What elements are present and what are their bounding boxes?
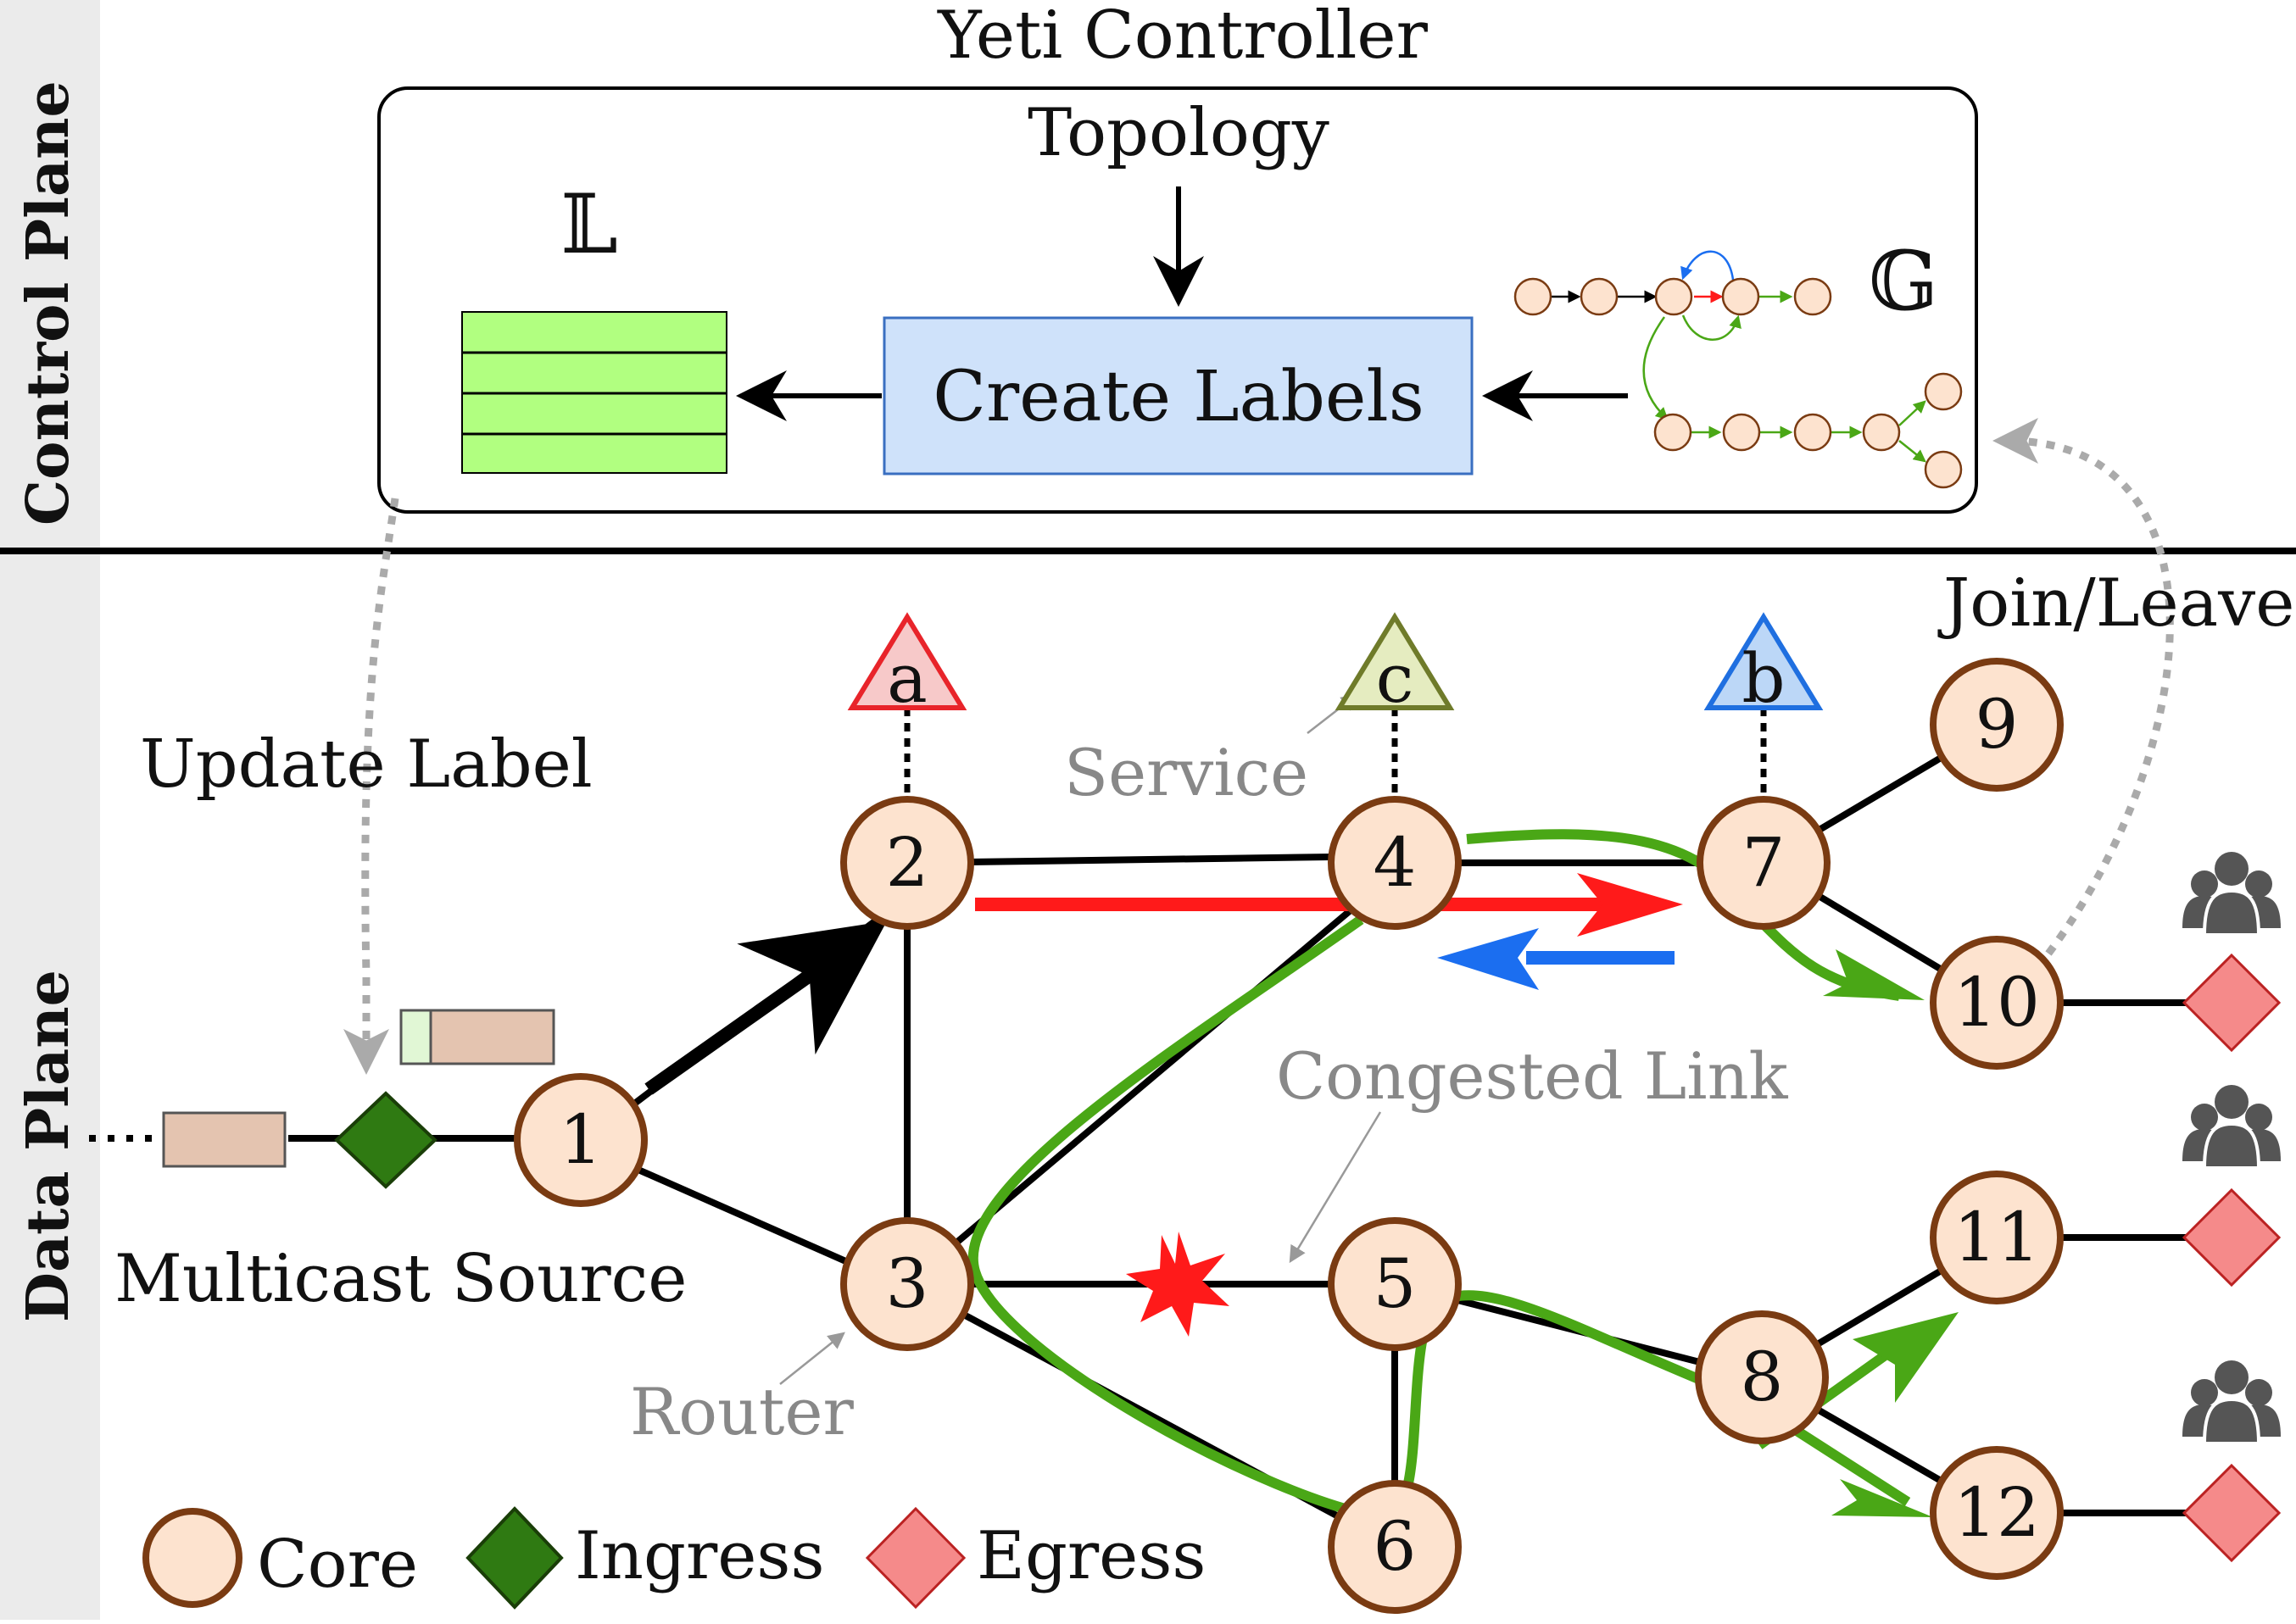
source-packet [162,1111,287,1168]
red-flow-arrowhead [1577,873,1683,937]
congestion-star-icon [1126,1232,1229,1337]
node-label: 6 [1374,1507,1417,1586]
legend-egress-label: Egress [977,1518,1206,1594]
user-group-icon [2181,1083,2282,1170]
node-label: 12 [1953,1473,2040,1552]
node-3 [840,1217,974,1351]
node-label: 4 [1374,823,1417,902]
join-leave-text: Join/Leave [1937,565,2294,642]
node-1 [514,1073,648,1207]
legend-ingress-swatch [465,1506,564,1610]
router-pointer [779,1332,845,1385]
egress-node-11 [2182,1187,2282,1288]
green-path-4-to-12 [967,915,1911,1523]
egress-node-10 [2182,953,2282,1053]
core-nodes [514,658,2064,1614]
controller-box [377,86,1978,514]
service-a-label: a [887,639,928,718]
green-path-4-to-10 [1466,829,1900,1001]
node-label: 2 [886,823,929,902]
label-table-symbol: 𝕃 [560,177,618,272]
ingress-node [334,1091,437,1189]
service-a: a [847,612,967,718]
node-7 [1697,796,1831,930]
service-text: Service [1064,735,1308,810]
node-label: 10 [1953,963,2040,1042]
service-b-label: b [1742,639,1785,718]
service-links [904,708,1767,797]
graph-symbol: 𝔾 [1869,234,1938,329]
service-b: b [1703,612,1824,718]
node-label: 7 [1742,823,1786,902]
node-label: 8 [1741,1338,1784,1416]
node-2 [840,796,974,930]
node-10 [1930,936,2064,1070]
service-c: c [1335,612,1455,718]
legend-egress-swatch [865,1506,967,1610]
labeled-packet [399,1009,555,1065]
multicast-source-text: Multicast Source [114,1241,687,1317]
data-plane-band [0,553,100,1620]
topology-label: Topology [1028,95,1329,171]
node-9 [1930,658,2064,792]
congested-link-pointer [1289,1111,1382,1264]
node-label: 5 [1374,1244,1417,1323]
legend-ingress-label: Ingress [575,1518,824,1594]
blue-flow-arrowhead [1437,928,1539,990]
legend-core-swatch [142,1508,242,1608]
node-labels: 1 2 3 4 5 6 7 8 9 10 11 12 [560,685,2040,1586]
node-label: 3 [886,1244,929,1323]
create-labels-box [883,316,1474,476]
create-labels-text: Create Labels [933,357,1424,437]
mini-graph [1513,250,1963,489]
controller-title: Yeti Controller [937,0,1428,74]
update-label-text: Update Label [140,726,593,803]
legend: Core Ingress Egress [142,1506,1206,1610]
node-label: 9 [1976,685,2019,764]
node-label: 1 [560,1100,603,1179]
node-8 [1695,1310,1829,1444]
node-6 [1328,1480,1462,1614]
user-group-icon [2181,1359,2282,1445]
update-label-arrow [343,498,399,1075]
join-leave-arrow [1992,418,2174,956]
legend-core-label: Core [257,1527,418,1603]
egress-node-12 [2182,1463,2282,1563]
flow-1-to-2-arrow [644,920,888,1095]
node-label: 11 [1953,1198,2040,1276]
node-12 [1930,1446,2064,1580]
control-plane-band [0,0,100,549]
node-11 [1930,1171,2064,1304]
congested-link-text: Congested Link [1276,1038,1789,1114]
router-text: Router [630,1374,854,1449]
green-arrowhead-10 [1823,949,1925,1000]
data-plane-label: Data Plane [14,970,82,1322]
user-group-icon [2181,850,2282,937]
service-c-label: c [1376,639,1414,718]
label-table [461,311,727,474]
green-arrowhead-11 [1853,1312,1959,1403]
green-arrowhead-12 [1831,1479,1933,1517]
node-5 [1328,1217,1462,1351]
control-plane-label: Control Plane [14,81,82,526]
node-4 [1328,796,1462,930]
